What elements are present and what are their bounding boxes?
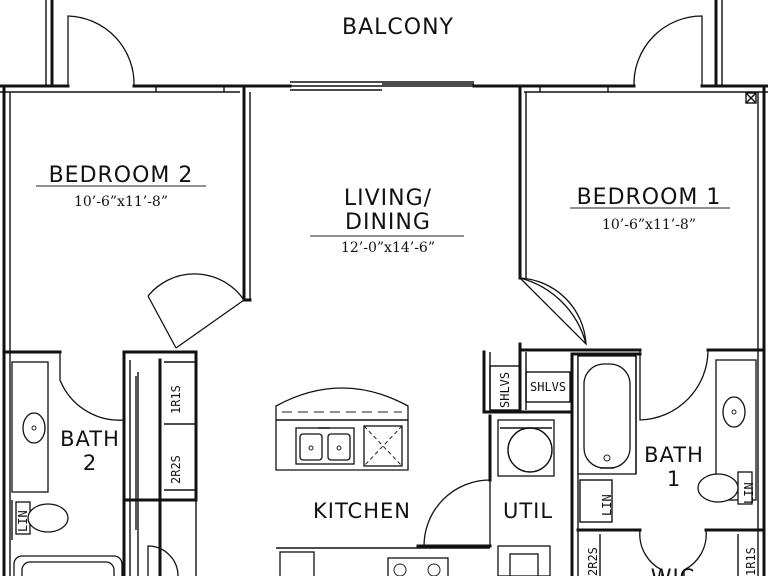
- balcony-area: BALCONY: [45, 0, 723, 88]
- bedroom-1-dimensions: 10’-6”x11’-8”: [602, 217, 696, 233]
- sink-bath-2-icon: [22, 412, 46, 444]
- interior-walls: [194, 298, 642, 502]
- closet-bedroom-2: 1R1S 2R2S: [122, 352, 198, 576]
- bedroom-1-door[interactable]: [519, 277, 587, 346]
- util-door[interactable]: [423, 479, 491, 547]
- bedroom-1: BEDROOM 1 10’-6”x11’-8”: [518, 84, 766, 421]
- bedroom-2-door[interactable]: [147, 273, 245, 349]
- balcony-door-right[interactable]: [633, 15, 703, 87]
- wic-door-right[interactable]: [683, 529, 707, 571]
- balcony-label: BALCONY: [342, 15, 454, 40]
- bedroom-1-label: BEDROOM 1: [577, 185, 722, 210]
- kitchen-label: KITCHEN: [313, 499, 411, 523]
- bedroom-2-dimensions: 10’-6”x11’-8”: [74, 194, 168, 210]
- bedroom-2: BEDROOM 2 10’-6”x11’-8”: [2, 84, 251, 421]
- bath-2-label-line1: BATH: [60, 427, 120, 451]
- wic-label: WIC: [651, 565, 696, 576]
- lin-util: LIN: [600, 494, 614, 516]
- bath-1-label-line2: 1: [667, 467, 681, 491]
- wic-door-left[interactable]: [639, 529, 663, 571]
- living-dining: LIVING/ DINING 12’-0”x14’-6”: [310, 186, 464, 256]
- bath-1-door[interactable]: [639, 349, 709, 421]
- walk-in-closet: 2R2S 1R1S WIC: [586, 534, 758, 576]
- bath-1-label-line1: BATH: [644, 443, 704, 467]
- bath-2-label-line2: 2: [83, 451, 97, 475]
- closet-2r2s-right-label: 2R2S: [586, 547, 600, 576]
- sink-bath-1-icon: [722, 396, 746, 428]
- shelves-horizontal-label: SHLVS: [530, 380, 566, 394]
- toilet-bath-1-icon: [697, 473, 739, 503]
- closet-1r1s-label: 1R1S: [169, 385, 183, 414]
- living-label-line2: DINING: [345, 210, 431, 235]
- kitchen: KITCHEN: [275, 387, 490, 576]
- range: [387, 557, 449, 576]
- util-label: UTIL: [503, 499, 553, 523]
- closet-2r2s-label: 2R2S: [169, 455, 183, 484]
- bath-2-door[interactable]: [59, 352, 125, 421]
- balcony-door-left[interactable]: [67, 15, 135, 87]
- shelves-vertical-label: SHLVS: [498, 372, 512, 408]
- closet-1r1s-right-label: 1R1S: [744, 547, 758, 576]
- bedroom-2-label: BEDROOM 2: [49, 163, 194, 188]
- exterior-walls: [0, 81, 768, 576]
- lin-bath-1: LIN: [742, 482, 756, 504]
- living-dimensions: 12’-0”x14’-6”: [341, 240, 435, 256]
- living-label-line1: LIVING/: [344, 186, 432, 211]
- bath-1: LIN BATH 1 LIN: [576, 355, 766, 576]
- utility: SHLVS SHLVS UTIL: [416, 342, 579, 576]
- toilet-bath-2-icon: [27, 503, 69, 533]
- lin-bath-2: LIN: [16, 510, 30, 532]
- bath-2: BATH 2 LIN: [11, 350, 131, 576]
- closet-door-left[interactable]: [147, 545, 179, 576]
